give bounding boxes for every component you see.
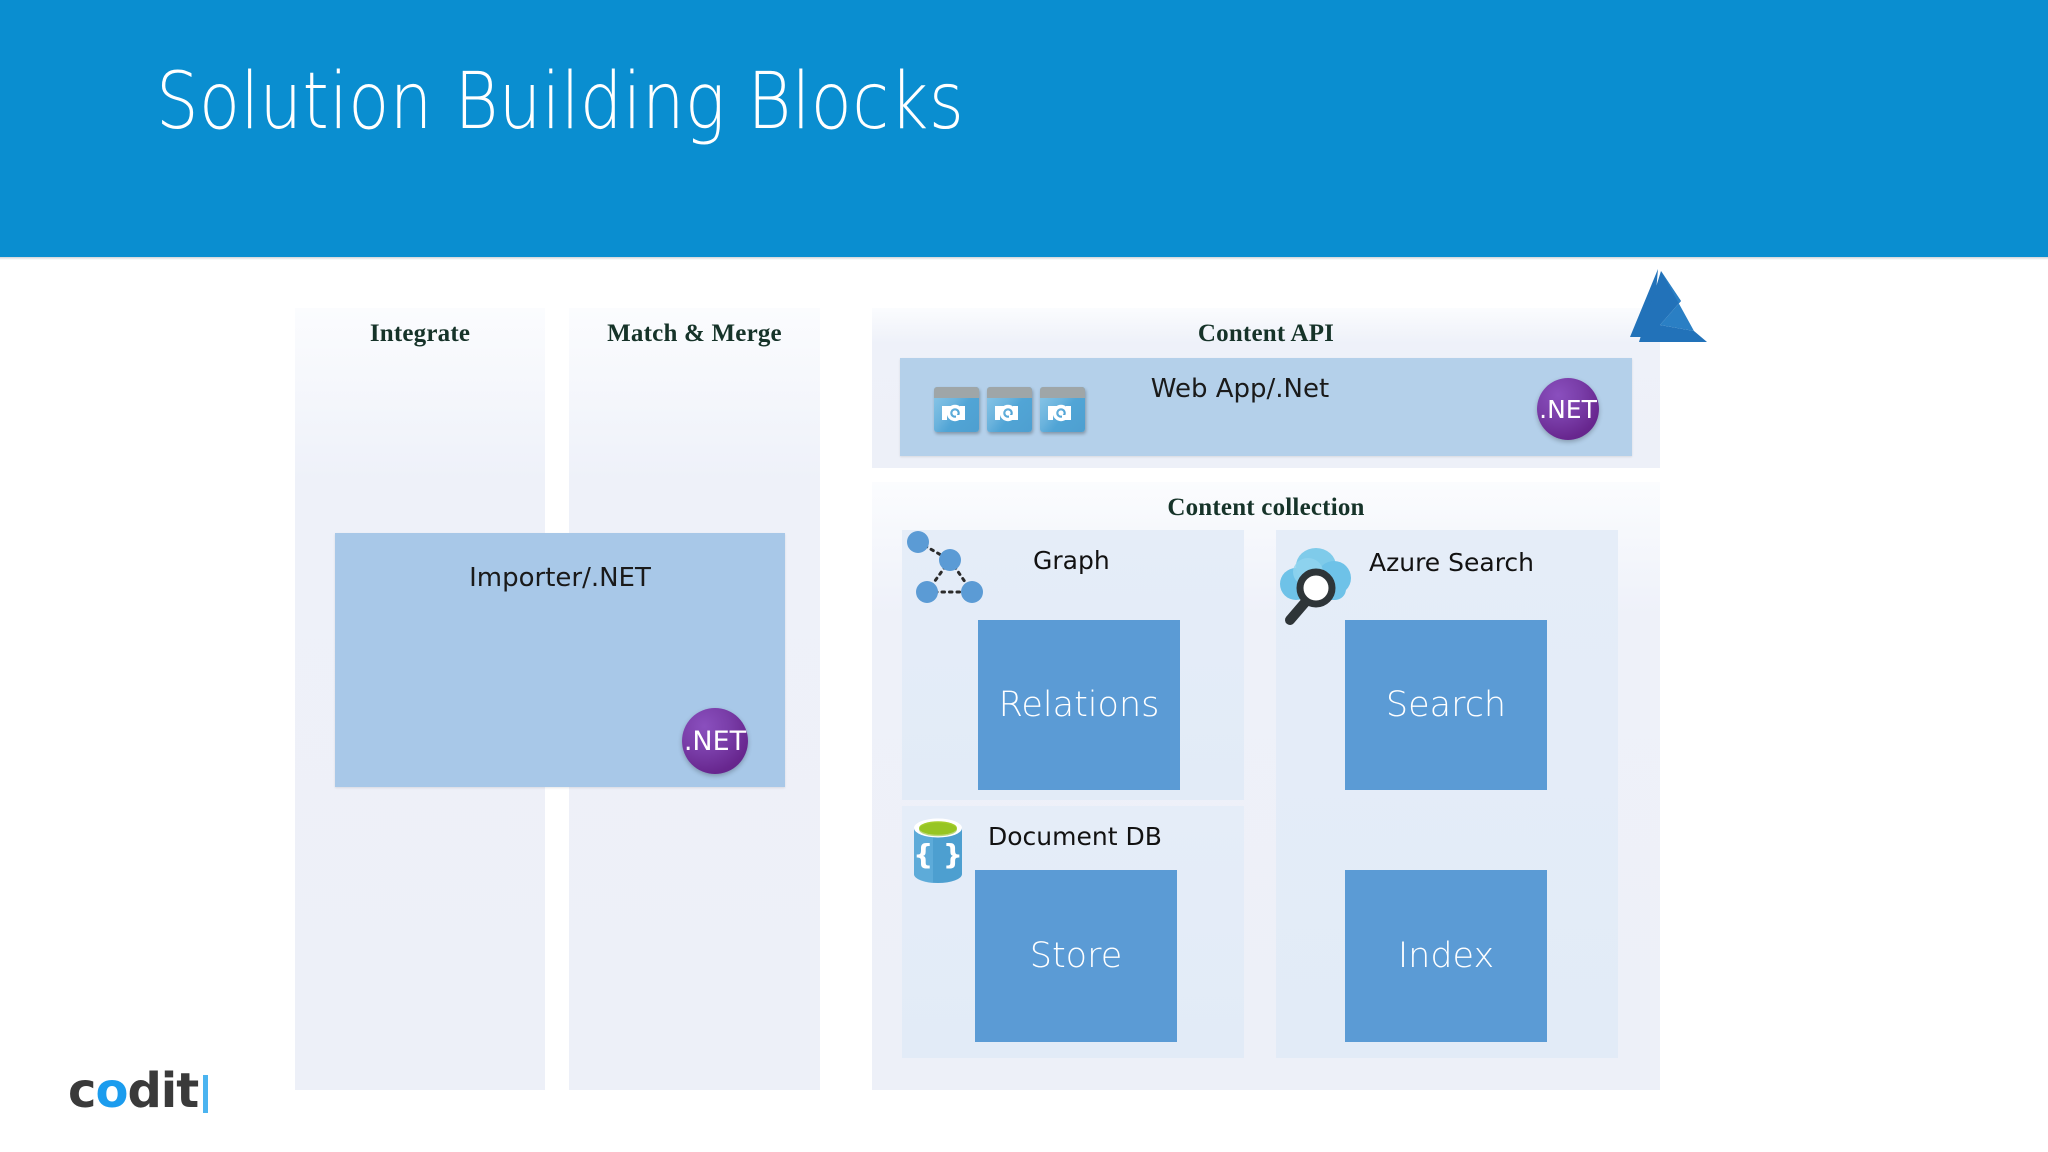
card-graph-label: Graph [1033, 546, 1110, 575]
header-shadow [0, 257, 2048, 260]
dotnet-badge-webapp: .NET [1537, 378, 1599, 440]
content-collection-heading: Content collection [1167, 494, 1365, 521]
api-app-icon-2 [987, 387, 1032, 432]
header-band [0, 0, 2048, 257]
codit-logo-part1: c [68, 1063, 96, 1119]
dotnet-badge-importer: .NET [682, 708, 748, 774]
api-app-icon-cap [987, 387, 1032, 398]
graph-nodes-icon [907, 531, 983, 603]
database-braces-icon: { } [913, 818, 963, 883]
column-integrate-label: Integrate [369, 320, 471, 347]
box-search: Search [1345, 620, 1547, 790]
codit-logo-part3: dit [127, 1063, 199, 1119]
api-app-icon-cap [934, 387, 979, 398]
api-app-icon-1 [934, 387, 979, 432]
api-icons-group [934, 387, 1085, 432]
column-match-merge-label: Match & Merge [607, 320, 782, 347]
box-index: Index [1345, 870, 1547, 1042]
card-azure-search-label: Azure Search [1369, 548, 1535, 577]
box-store: Store [975, 870, 1177, 1042]
codit-logo-part2: o [95, 1063, 128, 1119]
web-app-label: Web App/.Net [1150, 374, 1330, 404]
box-relations: Relations [978, 620, 1180, 790]
api-app-icon-3 [1040, 387, 1085, 432]
card-document-db-label: Document DB [988, 822, 1162, 851]
azure-logo [1630, 269, 1707, 342]
api-app-icon-cap [1040, 387, 1085, 398]
cloud-magnifier-icon [1280, 548, 1351, 625]
svg-text:{ }: { } [913, 838, 963, 871]
codit-logo: codit [68, 1067, 209, 1115]
importer-label: Importer/.NET [469, 563, 651, 593]
content-api-heading: Content API [1197, 320, 1335, 347]
codit-logo-bar [203, 1075, 209, 1113]
page-title: Solution Building Blocks [156, 57, 965, 147]
